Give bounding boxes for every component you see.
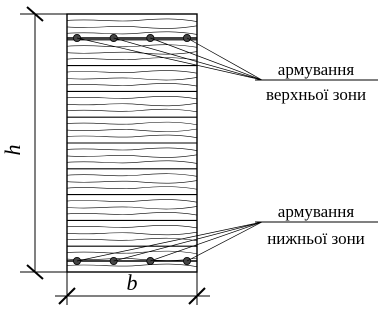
grain-line [66,108,198,113]
leader-line-bottom [150,221,263,262]
grain-line [66,134,198,138]
callout-leaders [76,37,263,262]
width-label: b [127,270,138,295]
height-tick-top [26,6,44,22]
grain-line [66,18,198,22]
wood-grain [66,18,198,267]
grain-line [66,44,198,48]
grain-line [66,180,198,184]
grain-line [66,147,198,151]
leader-line-top [150,37,263,81]
rebar [146,34,155,43]
grain-line [66,102,198,107]
top-reinforcement [67,34,197,43]
grain-line [66,160,198,164]
grain-line [66,25,198,29]
lamination-lines [67,39,197,247]
height-dimension: h [0,6,67,280]
bottom-callout-line1: армування [278,202,355,221]
top-callout-line2: верхньої зони [266,85,366,104]
grain-line [66,257,198,261]
grain-line [66,206,198,210]
grain-line [66,57,198,61]
grain-line [66,128,198,132]
grain-line [66,231,198,236]
grain-line [66,212,198,216]
grain-line [66,250,198,255]
leader-line-top [186,37,263,81]
grain-line [66,70,198,74]
grain-line [66,263,198,267]
leader-line-bottom [113,221,263,262]
grain-line [66,83,198,87]
grain-line [66,77,198,81]
leader-line-bottom [186,221,263,262]
leader-line-bottom [76,221,263,262]
grain-line [66,186,198,190]
grain-line [66,173,198,177]
leader-line-top [76,37,263,81]
height-label: h [0,145,25,156]
grain-line [66,121,198,126]
grain-line [66,51,198,55]
top-callout: армування верхньої зони [255,60,378,104]
grain-line [66,96,198,100]
grain-line [66,31,198,35]
top-callout-line1: армування [278,60,355,79]
rebar [146,256,155,265]
grain-line [66,154,198,158]
width-tick-left [58,287,76,305]
bottom-callout-line2: нижньої зони [267,229,365,248]
grain-line [66,225,198,229]
grain-line [66,199,198,203]
height-tick-bottom [26,264,44,280]
bottom-callout: армування нижньої зони [255,202,378,248]
grain-line [66,237,198,242]
width-tick-right [188,287,206,305]
width-dimension: b [55,270,210,305]
leader-line-top [113,37,263,81]
